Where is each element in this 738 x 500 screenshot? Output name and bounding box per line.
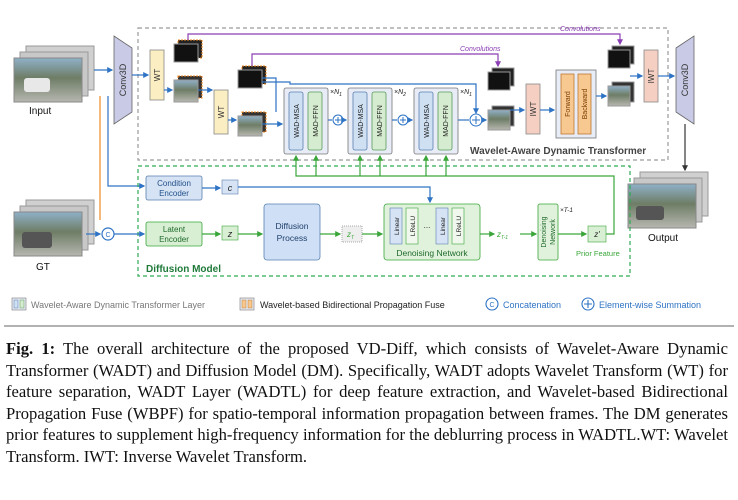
svg-text:MAD-FFN: MAD-FFN bbox=[313, 105, 320, 137]
figure-caption: Fig. 1: The overall architecture of the … bbox=[6, 338, 728, 468]
condition-encoder: Condition Encoder bbox=[145, 175, 203, 201]
legend: Wavelet-Aware Dynamic Transformer Layer … bbox=[11, 297, 701, 311]
legend-concat-icon: C bbox=[485, 297, 499, 311]
svg-text:zT-1: zT-1 bbox=[496, 230, 508, 241]
iwt-block-2: IWT bbox=[643, 49, 659, 103]
repeat-n1-label-1: ×N1 bbox=[330, 89, 342, 98]
svg-text:MAD-FFN: MAD-FFN bbox=[377, 105, 384, 137]
caption-prefix: Fig. 1: bbox=[6, 339, 56, 358]
diffusion-process: Diffusion Process bbox=[263, 203, 321, 261]
svg-text:z: z bbox=[227, 229, 233, 239]
wadt-layer-3: WAD-MSA MAD-FFN bbox=[413, 87, 459, 155]
prior-feature-feedback bbox=[293, 154, 615, 235]
caption-text: The overall architecture of the proposed… bbox=[6, 339, 729, 466]
feature-maps-4 bbox=[607, 45, 635, 107]
denoising-network: Linear LReLU ... Linear LReLU Denoising … bbox=[383, 203, 481, 261]
latent-z-node: z bbox=[221, 225, 239, 241]
svg-text:...: ... bbox=[424, 221, 431, 230]
convolution-skip-1 bbox=[187, 33, 623, 46]
svg-text:Encoder: Encoder bbox=[159, 189, 189, 198]
condition-c-node: c bbox=[221, 179, 239, 195]
svg-text:Conv3D: Conv3D bbox=[680, 63, 690, 96]
legend-wadtl-label: Wavelet-Aware Dynamic Transformer Layer bbox=[31, 300, 205, 310]
legend-wbpf-icon bbox=[239, 297, 255, 311]
svg-text:c: c bbox=[228, 183, 233, 193]
output-frames bbox=[627, 171, 709, 229]
latent-encoder: Latent Encoder bbox=[145, 221, 203, 247]
svg-text:C: C bbox=[105, 232, 110, 239]
wadt-title: Wavelet-Aware Dynamic Transformer bbox=[470, 146, 646, 157]
legend-wadtl-icon bbox=[11, 297, 27, 311]
svg-text:Latent: Latent bbox=[163, 225, 186, 234]
svg-text:WT: WT bbox=[217, 106, 226, 119]
denoising-network-repeat: Denoising Network bbox=[537, 203, 559, 261]
convolution-skip-2 bbox=[251, 53, 501, 68]
svg-text:Forward: Forward bbox=[565, 91, 572, 117]
feature-maps-1 bbox=[173, 39, 203, 103]
svg-text:Network: Network bbox=[550, 219, 557, 245]
sum-node-1 bbox=[332, 114, 344, 126]
main-flow-arrows bbox=[94, 67, 676, 127]
feature-maps-2 bbox=[237, 65, 267, 137]
legend-wbpf-label: Wavelet-based Bidirectional Propagation … bbox=[260, 300, 445, 310]
svg-text:WAD-MSA: WAD-MSA bbox=[294, 104, 301, 138]
wadt-frame bbox=[137, 27, 669, 161]
wt-block-2: WT bbox=[213, 89, 229, 135]
svg-text:Process: Process bbox=[277, 233, 308, 243]
legend-concat-label: Concatenation bbox=[503, 300, 561, 310]
gt-label: GT bbox=[36, 262, 50, 273]
convolutions-label-1: Convolutions bbox=[560, 26, 601, 33]
svg-text:Denoising Network: Denoising Network bbox=[396, 248, 468, 258]
svg-text:IWT: IWT bbox=[647, 69, 656, 84]
repeat-t1-label: ×T-1 bbox=[560, 207, 573, 214]
c-to-denoise-arrow bbox=[238, 186, 433, 204]
svg-text:Linear: Linear bbox=[440, 216, 447, 235]
svg-text:z': z' bbox=[593, 230, 600, 239]
zT1-node: zT-1 bbox=[496, 230, 508, 241]
zT-node: zT bbox=[341, 225, 363, 243]
architecture-diagram: Input GT Output Conv3D Conv3D Wavelet-Aw… bbox=[4, 26, 734, 327]
input-to-condition-arrow bbox=[107, 96, 146, 189]
legend-sum-icon bbox=[581, 297, 595, 311]
feature-maps-3 bbox=[487, 67, 515, 131]
svg-text:WT: WT bbox=[153, 69, 162, 82]
svg-text:Backward: Backward bbox=[582, 89, 589, 120]
svg-text:zT: zT bbox=[346, 230, 355, 241]
svg-text:Condition: Condition bbox=[157, 179, 191, 188]
svg-text:LReLU: LReLU bbox=[456, 216, 463, 237]
svg-text:WAD-MSA: WAD-MSA bbox=[358, 104, 365, 138]
svg-text:IWT: IWT bbox=[529, 102, 538, 117]
wbpf-block: Forward Backward bbox=[555, 69, 597, 139]
svg-text:Encoder: Encoder bbox=[159, 235, 189, 244]
repeat-n2-label: ×N2 bbox=[394, 89, 406, 98]
legend-sum-label: Element-wise Summation bbox=[599, 300, 701, 310]
conv3d-right: Conv3D bbox=[675, 35, 695, 125]
prior-feature-label: Prior Feature bbox=[576, 249, 620, 258]
sum-node-2 bbox=[397, 114, 409, 126]
diffusion-model-title: Diffusion Model bbox=[146, 264, 221, 275]
output-label: Output bbox=[648, 233, 678, 244]
z-prime-node: z' bbox=[587, 225, 607, 243]
svg-text:Conv3D: Conv3D bbox=[118, 63, 128, 96]
concat-node: C bbox=[101, 227, 115, 241]
input-frames bbox=[13, 45, 95, 103]
wt-block-1: WT bbox=[149, 49, 165, 101]
repeat-n1-label-2: ×N1 bbox=[460, 89, 472, 98]
iwt-block-1: IWT bbox=[525, 83, 541, 135]
wadt-layer-2: WAD-MSA MAD-FFN bbox=[347, 87, 393, 155]
svg-text:MAD-FFN: MAD-FFN bbox=[443, 105, 450, 137]
svg-text:LReLU: LReLU bbox=[410, 216, 417, 237]
sum-node-3 bbox=[469, 113, 483, 127]
gt-frames bbox=[13, 199, 95, 257]
svg-text:Linear: Linear bbox=[394, 216, 401, 235]
svg-text:C: C bbox=[489, 302, 494, 309]
wadt-layer-1: WAD-MSA MAD-FFN bbox=[283, 87, 329, 155]
svg-text:Diffusion: Diffusion bbox=[276, 221, 309, 231]
input-label: Input bbox=[29, 106, 51, 117]
diffusion-model-frame bbox=[137, 165, 631, 277]
convolutions-label-2: Convolutions bbox=[460, 46, 501, 53]
conv3d-left: Conv3D bbox=[113, 35, 133, 125]
svg-text:WAD-MSA: WAD-MSA bbox=[424, 104, 431, 138]
svg-text:Denoising: Denoising bbox=[541, 216, 548, 247]
